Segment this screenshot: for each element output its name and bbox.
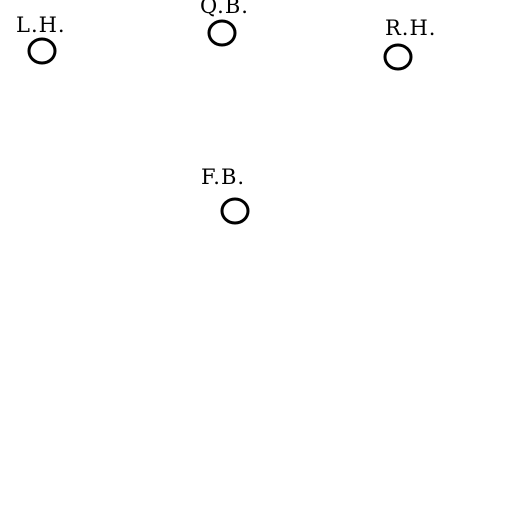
left-halfback-marker — [27, 37, 57, 65]
left-halfback: L.H. — [16, 13, 66, 65]
quarterback: Q.B. — [200, 0, 249, 47]
right-halfback-marker — [383, 43, 413, 71]
quarterback-marker — [207, 19, 237, 47]
right-halfback: R.H. — [383, 16, 436, 71]
fullback-label: F.B. — [201, 165, 245, 189]
right-halfback-label: R.H. — [385, 16, 436, 40]
left-halfback-label: L.H. — [16, 13, 66, 37]
fullback: F.B. — [201, 165, 250, 225]
fullback-marker — [220, 197, 250, 225]
quarterback-label: Q.B. — [200, 0, 249, 18]
